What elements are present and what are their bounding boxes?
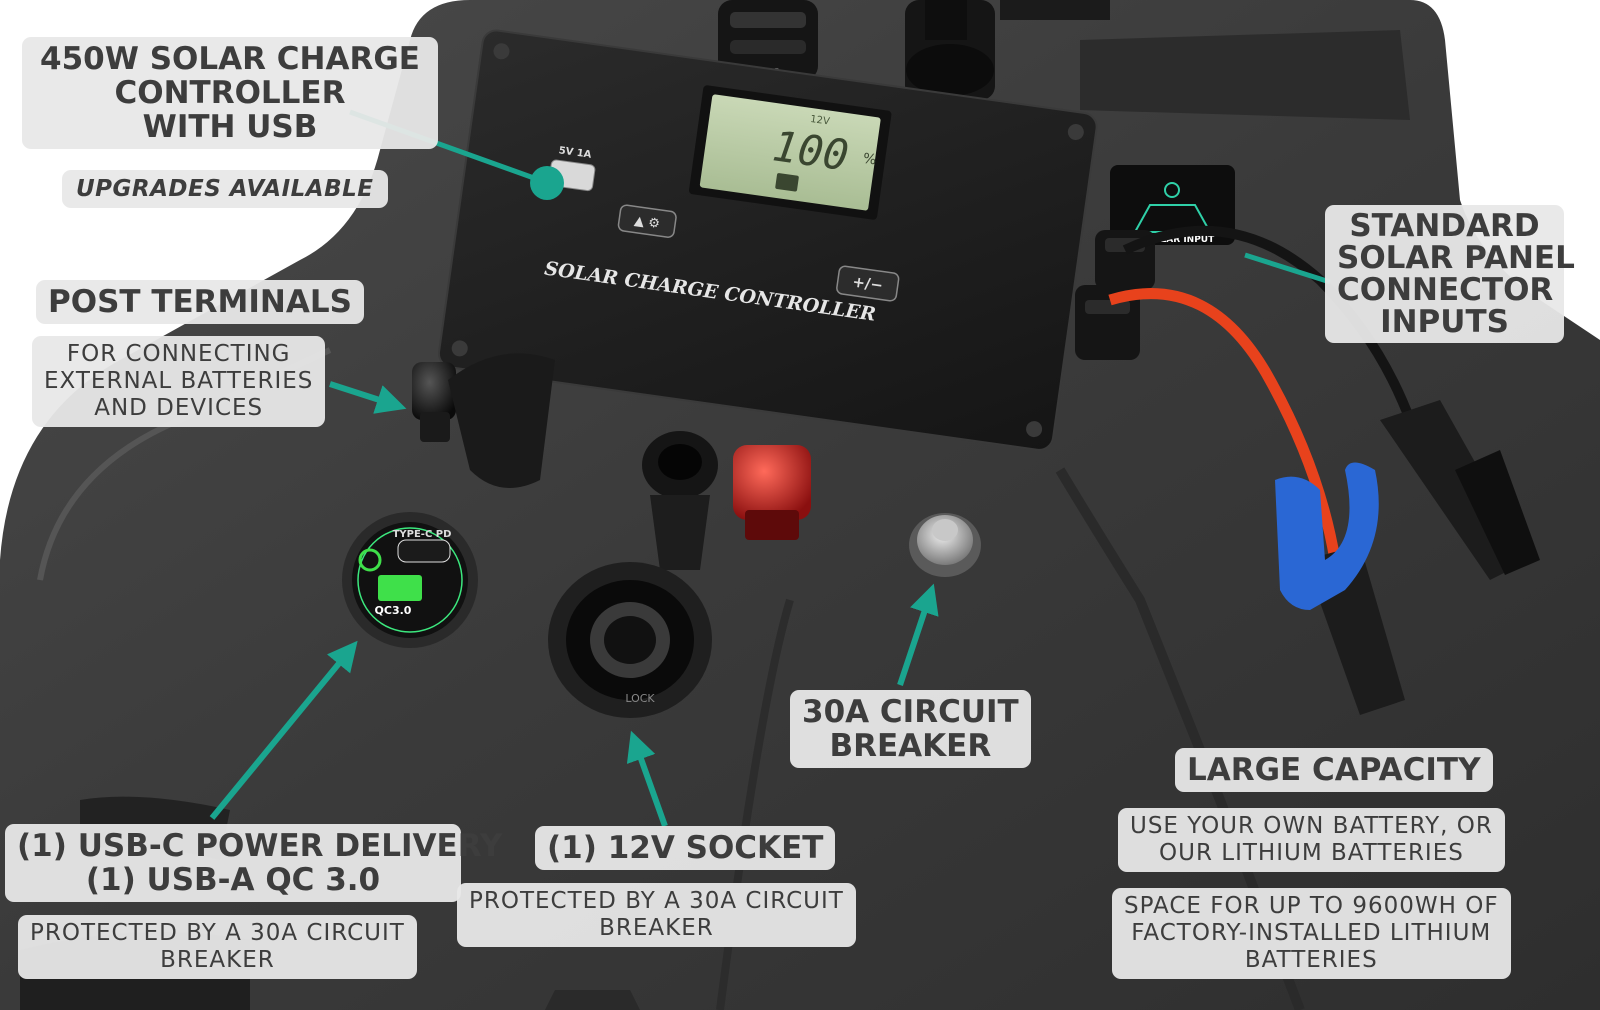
socket-desc: PROTECTED BY A 30A CIRCUIT BREAKER [457,883,856,947]
pv-input-label: PV SOLAR INPUT [1130,235,1215,245]
screw [1026,421,1043,438]
usb-arrow [209,640,358,820]
capacity-title-text: LARGE CAPACITY [1187,752,1481,788]
usb-title-line-2: (1) USB-A QC 3.0 [85,862,381,898]
capacity-desc-2-line-3: BATTERIES [1244,947,1378,973]
battery-icon [775,173,799,192]
adjust-button[interactable] [836,265,900,302]
capacity-desc-2-line-2: FACTORY-INSTALLED LITHIUM [1131,920,1492,946]
screw [493,43,510,60]
post-terminals-desc-line-3: AND DEVICES [94,395,264,421]
controller-title-label: 450W SOLAR CHARGE CONTROLLER WITH USB [22,37,438,149]
usb-a-port[interactable] [378,575,422,601]
usb-port-label: 5V 1A [558,145,592,161]
solar-input-leader-line [1244,252,1331,285]
capacity-desc-2: SPACE FOR UP TO 9600WH OF FACTORY-INSTAL… [1112,888,1511,979]
circuit-breaker[interactable] [909,513,981,577]
controller-title-line-1: 450W SOLAR CHARGE [40,41,420,77]
post-terminals-desc: FOR CONNECTING EXTERNAL BATTERIES AND DE… [32,336,326,427]
case-ridge [37,347,332,581]
post-terminals-desc-line-1: FOR CONNECTING [66,341,291,367]
adjust-button-label: +/− [851,272,884,294]
usb-qc-label: QC3.0 [375,604,412,617]
mode-button-label: ▲ ⚙ [633,213,661,231]
socket-desc-line-2: BREAKER [599,915,714,941]
12v-socket[interactable]: LOCK [548,562,712,718]
usb-outlet[interactable]: TYPE-C PD QC3.0 [342,512,478,648]
solar-inputs-line-4: INPUTS [1380,304,1509,340]
post-terminal-red[interactable] [733,445,811,540]
controller-leader-dot [530,166,564,200]
screw [451,340,468,357]
usb-desc: PROTECTED BY A 30A CIRCUIT BREAKER [18,915,417,979]
callout-lines [209,109,1331,828]
usb-title-line-1: (1) USB-C POWER DELIVERY [17,828,503,864]
capacity-desc-1-line-1: USE YOUR OWN BATTERY, OR [1130,813,1493,839]
case-recess [1080,30,1410,120]
post-terminal-arrow [329,381,407,414]
mc4-plug-black [1380,400,1540,580]
socket-cap [642,431,718,570]
controller-title-line-3: WITH USB [142,109,318,145]
post-terminals-title: POST TERMINALS [36,280,364,324]
top-device [1000,0,1110,20]
usb-desc-line-2: BREAKER [160,947,275,973]
solar-inputs-title: STANDARD SOLAR PANEL CONNECTOR INPUTS [1325,205,1575,343]
breaker-title-line-2: BREAKER [829,728,992,764]
usb-c-label: TYPE-C PD [393,529,452,540]
lcd-voltage: 12V [809,114,830,128]
cable-gland-right [905,0,995,100]
usb-title: (1) USB-C POWER DELIVERY (1) USB-A QC 3.… [5,824,503,902]
capacity-desc-2-line-1: SPACE FOR UP TO 9600WH OF [1124,893,1499,919]
power-icon [358,548,382,572]
post-terminal-black[interactable] [412,362,456,442]
mode-button[interactable] [617,204,677,238]
solar-inputs-line-1: STANDARD [1349,208,1540,244]
upgrades-label: UPGRADES AVAILABLE [62,170,388,208]
lcd-screen [699,94,881,211]
lcd-reading: 100 [770,121,852,180]
sun-icon [1164,182,1180,198]
solar-inputs-line-3: CONNECTOR [1337,272,1554,308]
socket-lock-label: LOCK [625,692,655,705]
socket-arrow [626,730,668,828]
solar-charge-controller: 12V 100 % 5V 1A ▲ ⚙ +/− SOLAR CHARGE CON… [437,29,1098,451]
capacity-desc-1: USE YOUR OWN BATTERY, OR OUR LITHIUM BAT… [1118,808,1505,872]
post-terminals-title-text: POST TERMINALS [48,284,352,320]
socket-desc-line-1: PROTECTED BY A 30A CIRCUIT [469,888,844,914]
controller-title-line-2: CONTROLLER [114,75,346,111]
breaker-arrow [897,583,939,686]
terminal-flap [448,353,555,488]
usb-c-port[interactable] [397,539,451,563]
socket-title: (1) 12V SOCKET [535,826,836,870]
red-cable [1108,288,1341,561]
mc4-connector-red[interactable] [1075,285,1140,360]
usb-desc-line-1: PROTECTED BY A 30A CIRCUIT [30,920,405,946]
latch [545,990,640,1010]
post-terminals-desc-line-2: EXTERNAL BATTERIES [44,368,314,394]
lcd-unit: % [862,151,877,169]
breaker-title: 30A CIRCUIT BREAKER [790,690,1031,768]
breaker-title-line-1: 30A CIRCUIT [802,694,1019,730]
blue-mc4-clip [1275,462,1379,610]
screw [1067,124,1084,141]
upgrades-text: UPGRADES AVAILABLE [76,176,374,202]
capacity-title: LARGE CAPACITY [1175,748,1493,792]
solar-inputs-line-2: SOLAR PANEL [1337,240,1575,276]
socket-title-text: (1) 12V SOCKET [547,830,824,866]
capacity-desc-1-line-2: OUR LITHIUM BATTERIES [1159,840,1464,866]
